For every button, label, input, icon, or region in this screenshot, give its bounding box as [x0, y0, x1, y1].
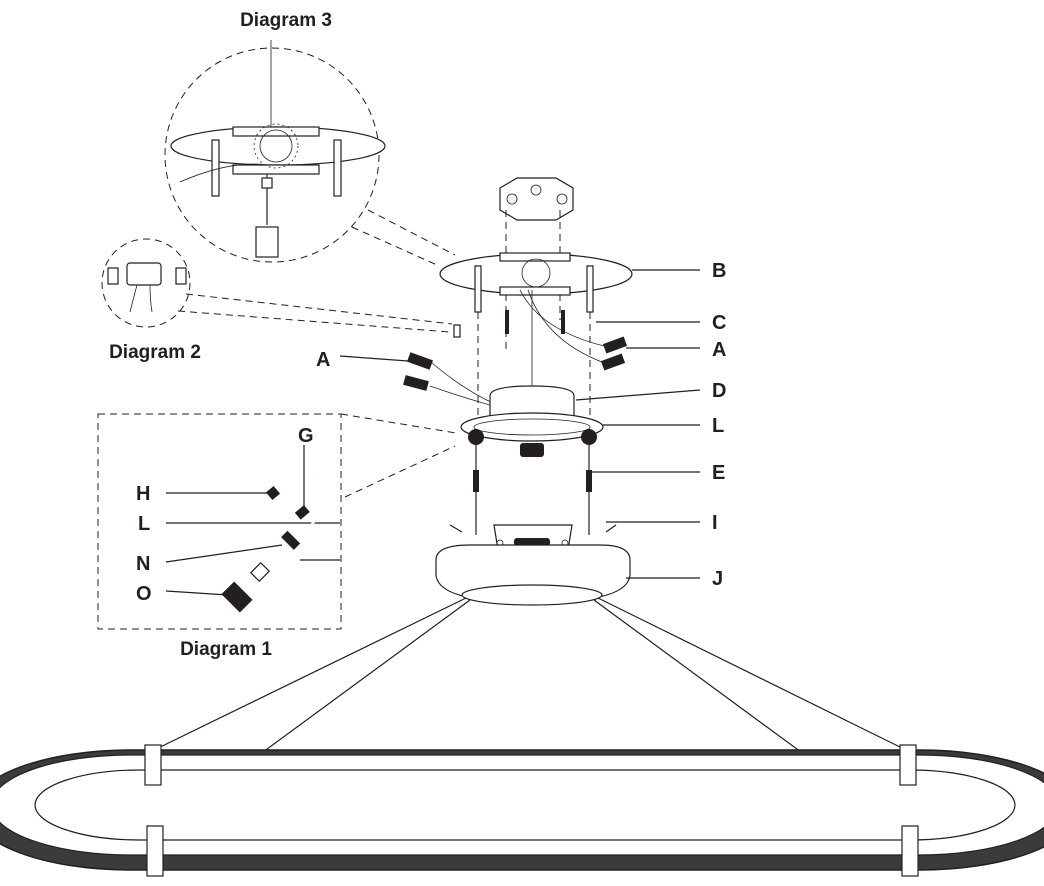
top-plate-inner: [473, 418, 591, 436]
wire-nut-right-2: [600, 353, 626, 371]
diagram-3-bracket-bottom: [232, 164, 320, 175]
diagram-1-set-screw: [265, 485, 281, 501]
set-screw-left: [449, 524, 463, 533]
mount-screw-left: [505, 310, 509, 334]
callout-G: G: [298, 425, 314, 447]
cable-clamp-3: [146, 825, 164, 877]
diagram-1-box: [97, 413, 342, 630]
mount-screw-right: [561, 310, 565, 334]
canopy-post-right: [586, 265, 594, 313]
canopy-center-hole: [521, 258, 551, 288]
callout-C: C: [712, 312, 726, 334]
diagram-3-detail: [164, 40, 456, 266]
diagram-1-bent-rod-hl: [227, 479, 325, 611]
diagram-1-cap-nut: [294, 505, 310, 520]
diagram-2-title: Diagram 2: [109, 342, 201, 363]
diagram-3-title: Diagram 3: [240, 10, 332, 31]
diagram-3-center-hole: [259, 129, 293, 163]
cable-clamp-1: [144, 744, 162, 786]
diagram-3-screw-ring: [253, 123, 299, 169]
diagram-3-post-left: [211, 139, 220, 197]
callout-I: I: [712, 512, 718, 534]
diagram-3-circle: [164, 47, 380, 263]
callout-O: O: [136, 583, 152, 605]
diagram-3-post-right: [333, 139, 342, 197]
wire-nut-diagram2: [453, 324, 461, 338]
callout-L-right: L: [712, 415, 724, 437]
callout-H: H: [136, 483, 150, 505]
diagram-3-sleeve: [255, 226, 279, 258]
diagram-1-leader-1: [340, 413, 457, 434]
canopy-body: [435, 544, 631, 606]
callout-A-left: A: [316, 349, 330, 371]
callout-D: D: [712, 380, 726, 402]
suspension-cable-1: [149, 597, 467, 753]
callout-B: B: [712, 260, 726, 282]
leader-D: [575, 389, 701, 401]
cable-gripper-left: [468, 429, 484, 445]
wire-nut-left-1: [407, 352, 433, 370]
wire-nut-left-2: [403, 375, 429, 391]
diagram-2-wire-1: [129, 284, 138, 313]
callout-leaders: [165, 269, 701, 596]
junction-box-ko-3: [556, 193, 568, 205]
cable-clamp-4: [901, 825, 919, 877]
light-ring-inner: [34, 769, 1016, 841]
junction-box-body: [499, 177, 574, 221]
canopy-post-left: [474, 265, 482, 313]
leader-A-left: [339, 355, 409, 362]
diagram-1-title: Diagram 1: [180, 639, 272, 660]
cable-stop-left: [473, 470, 479, 492]
diagram-2-wire-2: [149, 284, 153, 313]
junction-box-ko-1: [506, 193, 518, 205]
light-ring: [0, 744, 1044, 877]
leader-N: [165, 544, 283, 563]
center-knurled-nut: [520, 443, 544, 457]
callout-L-detail: L: [138, 513, 150, 535]
callout-J: J: [712, 568, 723, 590]
junction-box-ko-2: [530, 184, 542, 196]
cable-gripper-right: [581, 429, 597, 445]
canopy-bracket-top: [499, 252, 571, 262]
brand-plate: [514, 538, 550, 546]
diagram-2-leader-1: [185, 293, 453, 325]
diagram-2-connector: [126, 262, 162, 286]
top-plate: [460, 412, 604, 442]
set-screw-right: [605, 524, 617, 533]
diagram-1-knurled-nut: [221, 581, 253, 613]
suspension-cable-3: [597, 597, 911, 753]
cable-stop-right: [586, 470, 592, 492]
callout-N: N: [136, 553, 150, 575]
callout-A-right: A: [712, 339, 726, 361]
leader-O: [165, 590, 229, 596]
cable-clamp-2: [899, 744, 917, 786]
canopy-bracket-bottom: [499, 286, 571, 296]
diagram-3-nut: [261, 177, 273, 189]
diagram-1-coupler: [249, 561, 271, 583]
canopy-shell: [435, 544, 631, 601]
driver-box: [489, 385, 575, 419]
diagram-3-leader-1: [351, 226, 438, 266]
diagram-2-circle: [101, 238, 191, 328]
diagram-1-leader-2: [344, 445, 456, 498]
diagram-3-wire-loop: [179, 163, 269, 183]
wire-right-1: [519, 289, 605, 347]
canopy-bottom-opening: [461, 584, 603, 606]
canopy-plate: [439, 252, 633, 420]
diagram-1-detail: [97, 413, 457, 630]
diagram-2-cap-left: [107, 267, 119, 285]
wire-nut-right-1: [602, 336, 628, 354]
diagram-3-bracket-top: [232, 126, 320, 137]
callout-E: E: [712, 462, 725, 484]
diagram-2-detail: [101, 238, 453, 333]
diagram-2-cap-right: [175, 267, 187, 285]
diagram-3-leader-2: [367, 209, 456, 256]
diagram-2-leader-2: [177, 310, 451, 333]
diagram-1-nut: [281, 530, 301, 550]
driver-housing: [449, 385, 617, 551]
